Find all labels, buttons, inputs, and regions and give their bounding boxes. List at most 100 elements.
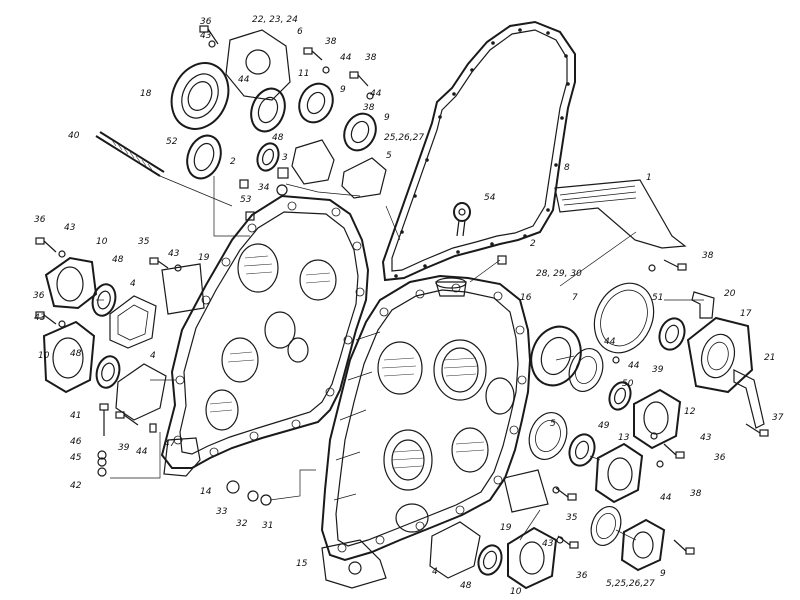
part-label: 22, 23, 24 bbox=[252, 15, 298, 25]
part-7-ring bbox=[568, 348, 604, 392]
part-label: 43 bbox=[64, 223, 76, 233]
part-52-seal bbox=[186, 134, 222, 180]
part-label: 2 bbox=[230, 157, 236, 167]
part-label: 46 bbox=[70, 437, 82, 447]
part-label: 6 bbox=[297, 27, 303, 37]
part-label: 10 bbox=[510, 587, 522, 597]
part-19-plate-lower bbox=[503, 469, 549, 513]
small-fasteners bbox=[35, 25, 769, 555]
part-label: 35 bbox=[566, 513, 578, 523]
part-label: 39 bbox=[118, 443, 130, 453]
part-label: 44 bbox=[136, 447, 148, 457]
part-label: 5 bbox=[386, 151, 392, 161]
part-label: 44 bbox=[370, 89, 382, 99]
part-label: 51 bbox=[652, 293, 663, 303]
part-5-gasket-lower-right bbox=[590, 506, 622, 546]
part-label: 10 bbox=[38, 351, 50, 361]
part-label: 53 bbox=[240, 195, 252, 205]
part-label: 13 bbox=[618, 433, 630, 443]
part-10-cap-lower bbox=[507, 526, 558, 590]
part-label: 38 bbox=[363, 103, 375, 113]
part-48-seal-top bbox=[256, 142, 280, 172]
part-label: 38 bbox=[325, 37, 337, 47]
part-label: 7 bbox=[572, 293, 578, 303]
part-label: 19 bbox=[500, 523, 512, 533]
part-label: 43 bbox=[34, 313, 46, 323]
part-12-cap bbox=[633, 388, 682, 450]
part-label: 37 bbox=[772, 413, 784, 423]
part-28-gasket bbox=[593, 282, 655, 354]
assembly-lines bbox=[96, 175, 704, 541]
part-label: 9 bbox=[660, 569, 666, 579]
bracket-20 bbox=[691, 291, 715, 319]
part-label: 19 bbox=[198, 253, 210, 263]
part-label: 41 bbox=[70, 411, 81, 421]
part-label: 48 bbox=[70, 349, 82, 359]
part-13-cap bbox=[594, 442, 644, 504]
part-label: 44 bbox=[238, 75, 250, 85]
part-label: 54 bbox=[484, 193, 496, 203]
part-label: 42 bbox=[70, 481, 82, 491]
part-5-gasket-top bbox=[341, 157, 387, 199]
part-label: 39 bbox=[652, 365, 664, 375]
part-51-seal bbox=[658, 317, 686, 351]
part-48-seal-lower bbox=[477, 544, 503, 576]
part-label: 5,25,26,27 bbox=[606, 579, 655, 589]
part-label: 43 bbox=[700, 433, 712, 443]
part-16-bearing bbox=[530, 325, 582, 387]
part-label: 3 bbox=[282, 153, 288, 163]
part-label: 20 bbox=[724, 289, 736, 299]
part-label: 2 bbox=[530, 239, 536, 249]
part-label: 16 bbox=[520, 293, 532, 303]
part-label: 45 bbox=[70, 453, 82, 463]
part-label: 17 bbox=[740, 309, 752, 319]
part-label: 8 bbox=[564, 163, 570, 173]
eyebolt-54 bbox=[453, 202, 471, 237]
part-label: 25,26,27 bbox=[384, 133, 424, 143]
part-9-cap-top bbox=[298, 82, 334, 124]
part-4-gasket-lower bbox=[429, 521, 481, 579]
part-label: 12 bbox=[684, 407, 696, 417]
part-label: 38 bbox=[702, 251, 714, 261]
plate-1 bbox=[554, 179, 687, 249]
part-label: 52 bbox=[166, 137, 178, 147]
part-label: 4 bbox=[432, 567, 438, 577]
part-label: 49 bbox=[598, 421, 610, 431]
part-50-seal bbox=[608, 381, 632, 411]
main-housing-15 bbox=[320, 274, 532, 589]
bracket-21 bbox=[733, 369, 765, 429]
part-label: 38 bbox=[365, 53, 377, 63]
part-label: 9 bbox=[340, 85, 346, 95]
part-label: 50 bbox=[622, 379, 634, 389]
part-4-gasket-left bbox=[109, 295, 157, 349]
part-label: 47 bbox=[164, 439, 176, 449]
part-label: 9 bbox=[384, 113, 390, 123]
part-label: 4 bbox=[130, 279, 136, 289]
part-label: 31 bbox=[262, 521, 273, 531]
part-17-cap bbox=[686, 316, 754, 394]
part-11-bearing bbox=[250, 87, 286, 133]
part-10-cap-left bbox=[44, 256, 98, 310]
part-label: 44 bbox=[604, 337, 616, 347]
cover-housing-14 bbox=[160, 194, 370, 477]
part-label: 43 bbox=[200, 31, 212, 41]
part-label: 43 bbox=[168, 249, 180, 259]
part-label: 5 bbox=[550, 419, 556, 429]
part-gasket-top bbox=[291, 139, 335, 185]
part-label: 40 bbox=[68, 131, 80, 141]
part-label: 44 bbox=[660, 493, 672, 503]
part-label: 44 bbox=[340, 53, 352, 63]
part-label: 28, 29, 30 bbox=[536, 269, 582, 279]
part-label: 32 bbox=[236, 519, 248, 529]
part-18-cap bbox=[170, 62, 230, 130]
part-label: 36 bbox=[714, 453, 726, 463]
gasket-8 bbox=[381, 20, 576, 282]
part-5-gasket-right bbox=[528, 412, 568, 460]
part-label: 11 bbox=[298, 69, 309, 79]
part-49-seal bbox=[568, 433, 596, 467]
part-label: 10 bbox=[96, 237, 108, 247]
part-label: 36 bbox=[33, 291, 45, 301]
